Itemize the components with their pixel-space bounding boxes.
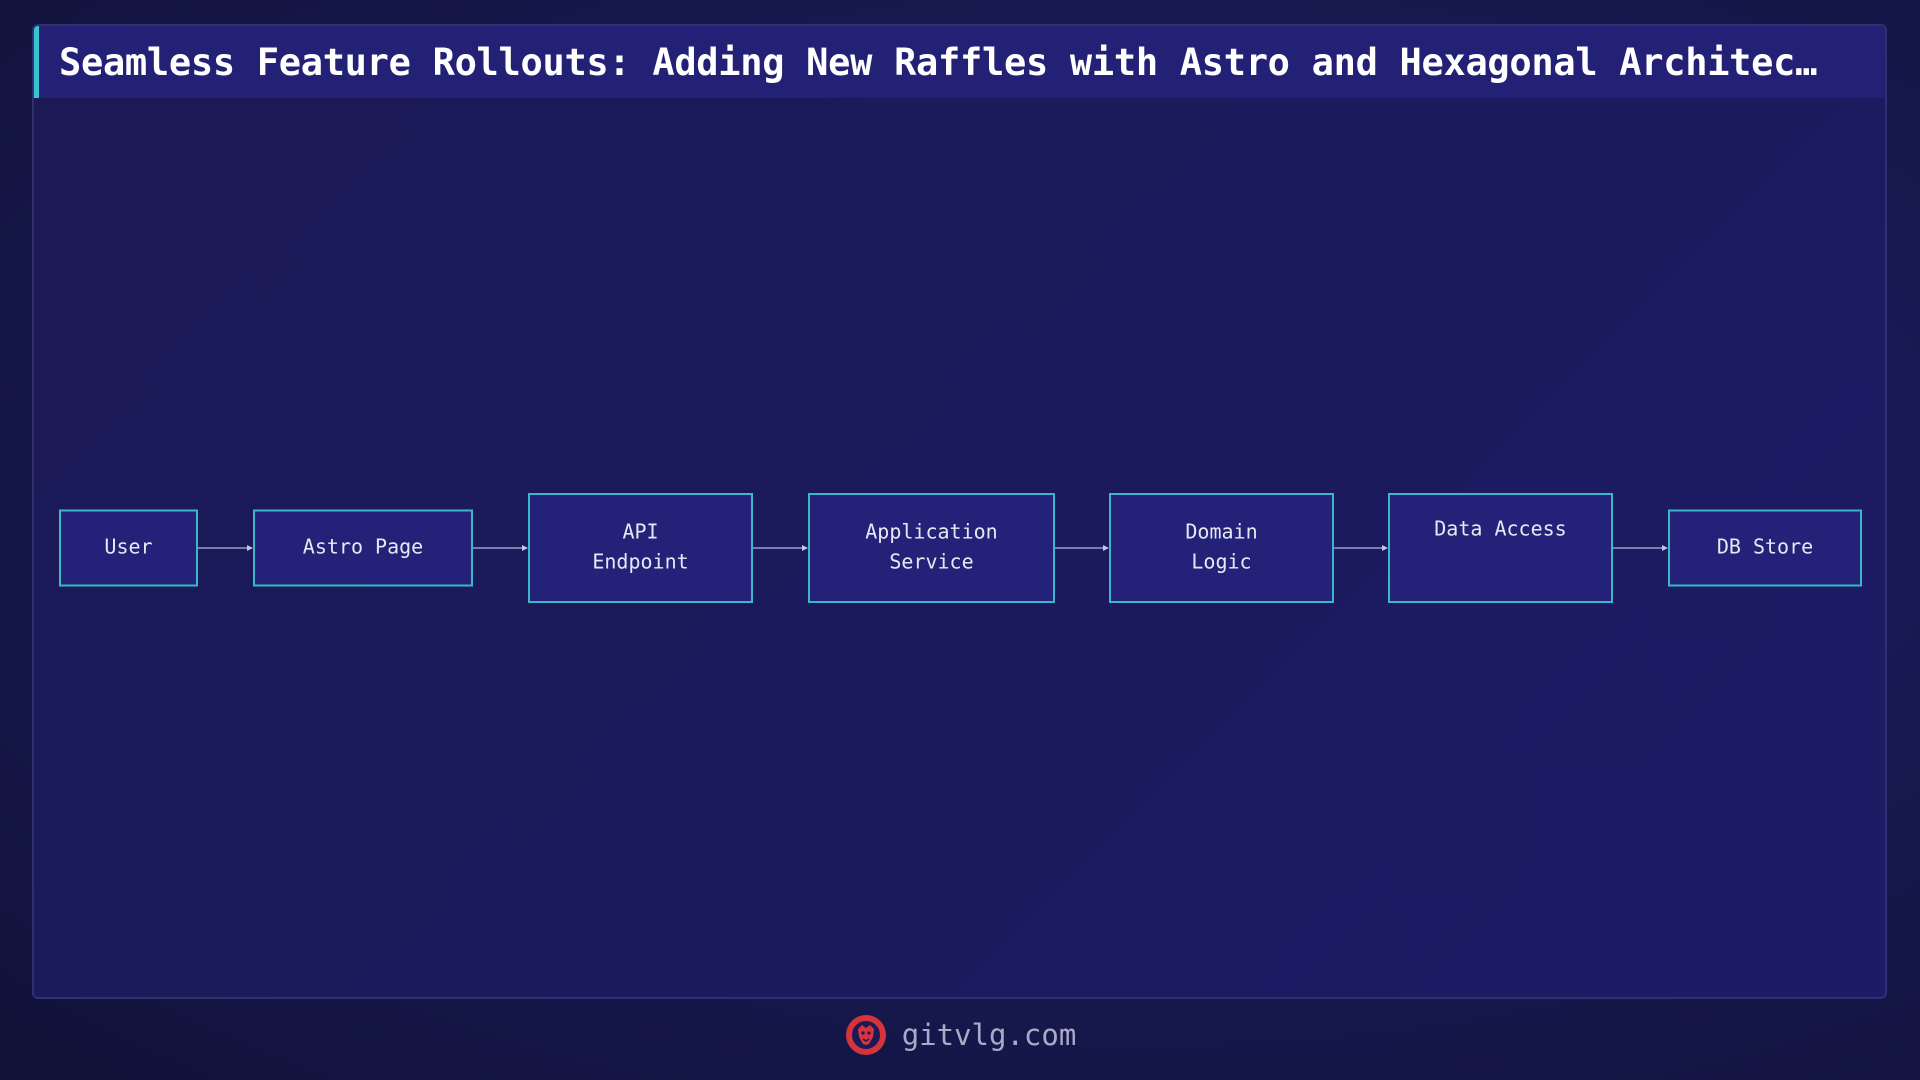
edge-application-service-to-domain-logic — [1055, 545, 1109, 551]
node-label-application-service: Service — [889, 550, 973, 574]
arrowhead-icon — [1103, 545, 1109, 551]
node-label-db-store: DB Store — [1717, 535, 1813, 559]
lion-head-icon — [845, 1015, 886, 1055]
node-box-data-access — [1388, 493, 1613, 603]
arrowhead-icon — [802, 545, 808, 551]
node-label-application-service: Application — [865, 520, 997, 544]
arrowhead-icon — [247, 545, 253, 551]
node-label-user: User — [104, 535, 152, 559]
node-box-domain-logic — [1109, 493, 1334, 603]
footer: gitvlg.com — [0, 1010, 1920, 1060]
node-label-astro-page: Astro Page — [303, 535, 423, 559]
node-box-api-endpoint — [528, 493, 753, 603]
footer-site-link[interactable]: gitvlg.com — [901, 1018, 1077, 1052]
node-user: User — [59, 509, 198, 587]
node-label-domain-logic: Logic — [1191, 550, 1251, 574]
node-label-data-access: Data Access — [1434, 517, 1566, 541]
edge-api-endpoint-to-application-service — [753, 545, 808, 551]
node-label-api-endpoint: API — [622, 520, 658, 544]
node-db-store: DB Store — [1668, 509, 1862, 587]
slide-card: Seamless Feature Rollouts: Adding New Ra… — [32, 24, 1887, 999]
arrowhead-icon — [1382, 545, 1388, 551]
node-astro-page: Astro Page — [253, 509, 473, 587]
title-bar: Seamless Feature Rollouts: Adding New Ra… — [34, 26, 1885, 98]
node-box-astro-page — [253, 509, 473, 587]
flow-diagram: User Astro Page API Endpoint ApplicationServ… — [59, 493, 1862, 603]
node-label-api-endpoint: Endpoint — [592, 550, 688, 574]
node-data-access: Data Access — [1388, 493, 1613, 603]
node-api-endpoint: API Endpoint — [528, 493, 753, 603]
node-box-db-store — [1668, 509, 1862, 587]
node-box-application-service — [808, 493, 1055, 603]
edge-domain-logic-to-data-access — [1334, 545, 1388, 551]
arrowhead-icon — [1662, 545, 1668, 551]
edge-user-to-astro-page — [198, 545, 253, 551]
node-box-user — [59, 509, 198, 587]
edge-data-access-to-db-store — [1613, 545, 1668, 551]
node-label-domain-logic: Domain — [1185, 520, 1257, 544]
edge-astro-page-to-api-endpoint — [473, 545, 528, 551]
arrowhead-icon — [522, 545, 528, 551]
